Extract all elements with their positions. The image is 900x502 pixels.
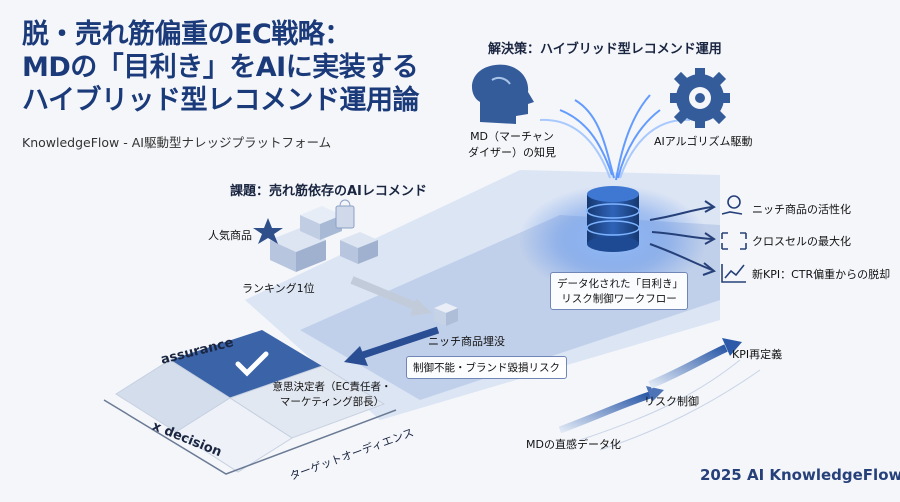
md-label-line-1: MD（マーチャン — [470, 130, 554, 143]
ai-label: AIアルゴリズム駆動 — [654, 135, 753, 148]
center-label: データ化された「目利き」 リスク制御ワークフロー — [550, 272, 688, 310]
title-line-1: 脱・売れ筋偏重のEC戦略： — [22, 19, 351, 50]
ranking-label: ランキング1位 — [242, 282, 315, 295]
check-icon — [235, 351, 269, 377]
decision-maker-label: 意思決定者（EC責任者・ マーケティング部長） — [262, 379, 402, 409]
title-line-2: MDの「目利き」をAIに実装する — [22, 52, 419, 83]
popular-label: 人気商品 — [208, 229, 252, 242]
star-icon — [253, 218, 283, 244]
product-boxes-icon — [270, 199, 378, 272]
output-crosssell: クロスセルの最大化 — [752, 235, 851, 248]
decision-maker-line-1: 意思決定者（EC責任者・ — [272, 381, 392, 393]
step-1-label: MDの直感データ化 — [526, 438, 621, 451]
decision-matrix — [103, 330, 397, 475]
subtitle: KnowledgeFlow - AI駆動型ナレッジプラットフォーム — [22, 135, 332, 150]
output-kpi: 新KPI：CTR偏重からの脱却 — [752, 268, 891, 281]
flow-arrow-2 — [344, 326, 440, 366]
flow-arrow-1 — [350, 276, 432, 316]
center-label-line-1: データ化された「目利き」 — [557, 278, 683, 290]
decision-maker-line-2: マーケティング部長） — [279, 396, 385, 408]
problem-heading: 課題：売れ筋依存のAIレコメンド — [230, 184, 427, 199]
title-line-3: ハイブリッド型レコメンド運用論 — [22, 85, 419, 116]
risk-label: 制御不能・ブランド毀損リスク — [406, 356, 567, 379]
page-title: 脱・売れ筋偏重のEC戦略： MDの「目利き」をAIに実装する ハイブリッド型レコ… — [22, 18, 419, 117]
step-2-label: リスク制御 — [644, 395, 699, 408]
output-arrows — [649, 200, 717, 276]
chart-icon — [721, 264, 746, 283]
head-icon — [471, 64, 534, 124]
gear-icon — [670, 68, 730, 128]
energy-streams — [539, 94, 691, 181]
md-label: MD（マーチャン ダイザー）の知見 — [462, 128, 562, 160]
footer-brand: 2025 AI KnowledgeFlow — [700, 466, 900, 484]
md-label-line-2: ダイザー）の知見 — [468, 146, 556, 159]
coin-hand-icon — [721, 195, 743, 215]
database-icon — [586, 186, 640, 252]
step-arrows — [558, 338, 761, 451]
center-label-line-2: リスク制御ワークフロー — [561, 293, 677, 305]
expand-icon — [721, 232, 747, 250]
output-niche: ニッチ商品の活性化 — [752, 203, 851, 216]
solution-heading: 解決策：ハイブリッド型レコメンド運用 — [488, 42, 722, 57]
niche-box-icon — [434, 303, 458, 326]
step-3-label: KPI再定義 — [732, 348, 783, 361]
niche-buried-label: ニッチ商品埋没 — [428, 335, 505, 348]
